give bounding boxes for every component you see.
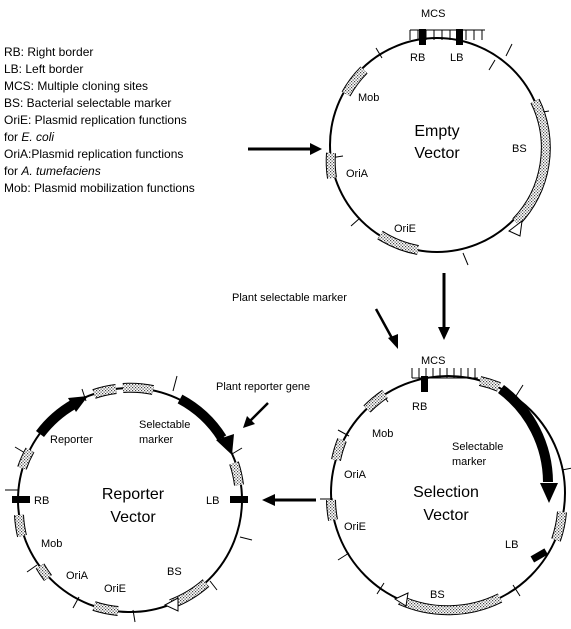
reporter-label: Reporter <box>50 434 93 446</box>
lb-marker <box>456 29 463 45</box>
mob-label: Mob <box>358 92 379 104</box>
legend-item: for E. coli <box>4 130 54 144</box>
vector-title-line1: Reporter <box>102 486 165 503</box>
orie-label: OriE <box>104 583 126 595</box>
bs-label: BS <box>167 566 182 578</box>
selectable-marker-segment <box>497 384 553 483</box>
rb-marker <box>12 496 30 503</box>
lb-marker <box>230 496 248 503</box>
selection-vector: MCS RB Mob OriA OriE BS LB Se <box>320 355 571 616</box>
plant-selectable-marker-label: Plant selectable marker <box>232 292 347 304</box>
orie-segment <box>92 602 119 615</box>
mcs-label: MCS <box>421 8 445 20</box>
legend-item: OriE: Plasmid replication functions <box>4 113 187 127</box>
mcs-label: MCS <box>421 355 445 367</box>
orie-segment <box>327 499 337 521</box>
legend-item: for A. tumefaciens <box>4 164 101 178</box>
bs-segment <box>398 594 502 615</box>
plant-selectable-marker-arrow <box>374 308 395 341</box>
vector-title-line1: Empty <box>414 123 459 140</box>
vector-title-line2: Vector <box>110 509 156 526</box>
vector-title-line1: Selection <box>413 484 479 501</box>
mob-segment <box>364 390 388 412</box>
selectable-marker-label: Selectable <box>452 441 503 453</box>
lb-label: LB <box>450 52 463 64</box>
oria-label: OriA <box>346 168 369 180</box>
oria-segment <box>36 563 52 581</box>
orie-label: OriE <box>344 521 366 533</box>
selectable-marker-segment <box>177 394 227 441</box>
plant-reporter-gene-label: Plant reporter gene <box>216 381 310 393</box>
legend: RB: Right border LB: Left border MCS: Mu… <box>4 45 195 195</box>
legend-item: OriA:Plasmid replication functions <box>4 147 183 161</box>
selectable-marker-label: Selectable <box>139 419 190 431</box>
orie-label: OriE <box>394 223 416 235</box>
bs-label: BS <box>512 143 527 155</box>
reporter-segment <box>36 399 77 438</box>
selectable-marker-label-2: marker <box>139 434 174 446</box>
legend-item: RB: Right border <box>4 45 93 59</box>
arrowhead <box>310 143 322 155</box>
legend-item: MCS: Multiple cloning sites <box>4 79 148 93</box>
legend-item: LB: Left border <box>4 62 83 76</box>
vector-title-line2: Vector <box>423 507 469 524</box>
reporter-vector: Reporter Selectable marker RB LB Mob Ori… <box>5 375 253 623</box>
mob-label: Mob <box>41 538 62 550</box>
bs-label: BS <box>430 589 445 601</box>
legend-item: Mob: Plasmid mobilization functions <box>4 181 195 195</box>
lb-label: LB <box>505 539 518 551</box>
selectable-marker-label-2: marker <box>452 456 487 468</box>
mob-segment <box>15 514 26 537</box>
rb-marker <box>421 376 428 392</box>
rb-marker <box>419 29 426 45</box>
plant-reporter-gene-arrow <box>249 402 269 422</box>
oria-segment <box>332 438 346 461</box>
mob-label: Mob <box>372 428 393 440</box>
empty-vector: MCS RB LB Mob OriA OriE BS Empty Vector <box>325 8 551 266</box>
lb-marker <box>530 548 548 563</box>
oria-label: OriA <box>344 469 367 481</box>
lb-label: LB <box>206 495 219 507</box>
rb-label: RB <box>410 52 425 64</box>
oria-label: OriA <box>66 570 89 582</box>
vector-title-line2: Vector <box>414 145 460 162</box>
rb-label: RB <box>34 495 49 507</box>
legend-item: BS: Bacterial selectable marker <box>4 96 171 110</box>
rb-label: RB <box>412 401 427 413</box>
